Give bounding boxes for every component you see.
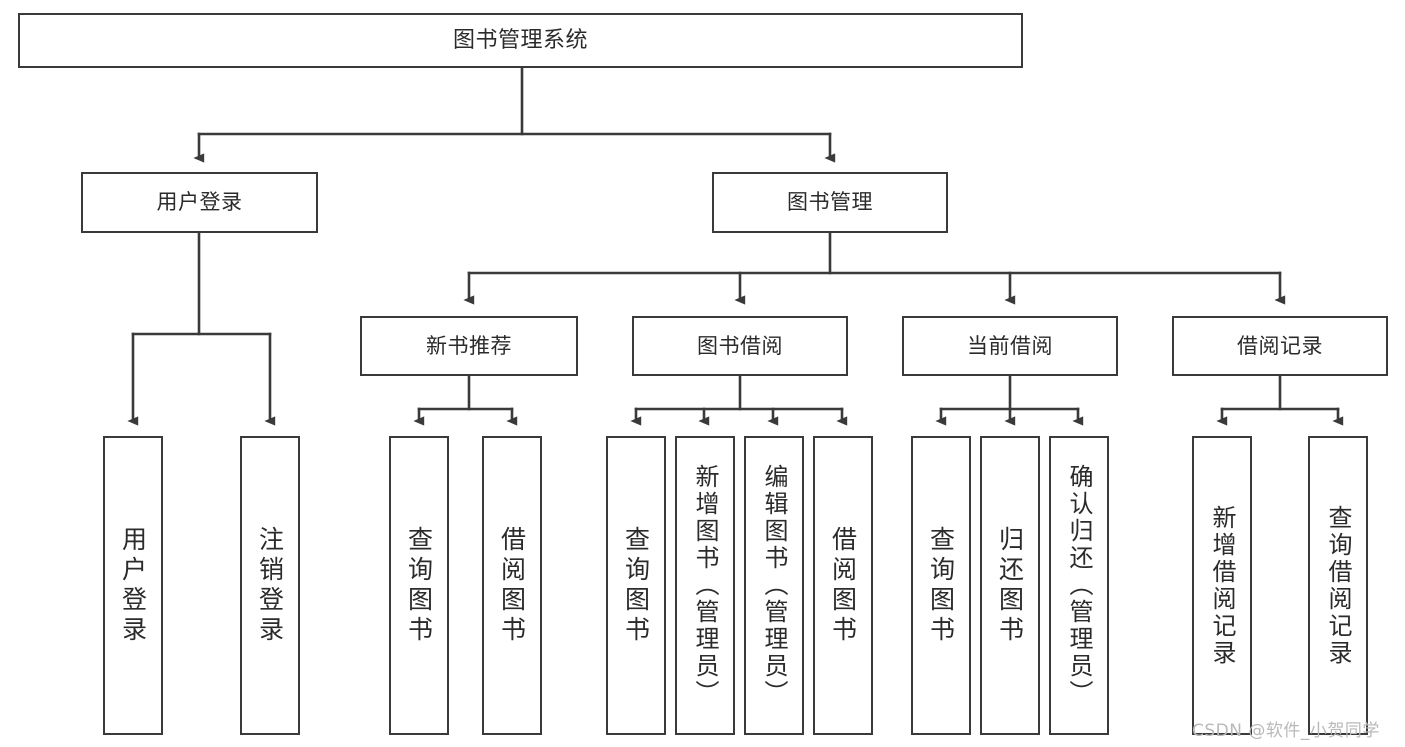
node-label: 借阅记录 <box>1237 333 1323 358</box>
leaf-query-book-current[interactable]: 查询图书 <box>911 436 971 735</box>
node-borrow-record[interactable]: 借阅记录 <box>1172 316 1388 376</box>
node-new-book-recommend[interactable]: 新书推荐 <box>360 316 578 376</box>
leaf-query-book-borrow[interactable]: 查询图书 <box>606 436 666 735</box>
leaf-query-book-recommend[interactable]: 查询图书 <box>389 436 449 735</box>
leaf-logout-login[interactable]: 注销登录 <box>240 436 300 735</box>
node-current-borrow[interactable]: 当前借阅 <box>902 316 1118 376</box>
node-label: 借阅图书 <box>828 525 858 646</box>
leaf-query-borrow-record[interactable]: 查询借阅记录 <box>1308 436 1368 735</box>
node-label: 查询图书 <box>926 525 956 646</box>
node-label: 查询图书 <box>404 525 434 646</box>
node-book-manage[interactable]: 图书管理 <box>712 172 948 233</box>
node-label: 归还图书 <box>995 525 1025 646</box>
csdn-watermark: CSDN @软件_小贺同学 <box>1192 721 1380 741</box>
node-label: 图书管理 <box>787 190 873 215</box>
node-label: 注销登录 <box>255 525 285 646</box>
node-label: 查询图书 <box>621 525 651 646</box>
leaf-user-login[interactable]: 用户登录 <box>103 436 163 735</box>
leaf-confirm-return-admin[interactable]: 确认归还（管理员） <box>1049 436 1109 735</box>
node-label: 图书管理系统 <box>452 27 588 53</box>
node-label: 当前借阅 <box>967 333 1053 358</box>
leaf-add-book-admin[interactable]: 新增图书（管理员） <box>675 436 735 735</box>
node-label: 用户登录 <box>118 525 148 646</box>
node-label: 借阅图书 <box>497 525 527 646</box>
node-user-login[interactable]: 用户登录 <box>81 172 318 233</box>
node-label: 新增图书（管理员） <box>691 464 719 707</box>
node-label: 查询借阅记录 <box>1324 504 1352 667</box>
node-label: 编辑图书（管理员） <box>760 464 788 707</box>
node-label: 图书借阅 <box>697 333 783 358</box>
leaf-borrow-book-borrow[interactable]: 借阅图书 <box>813 436 873 735</box>
node-label: 新增借阅记录 <box>1208 504 1236 667</box>
node-label: 确认归还（管理员） <box>1065 464 1093 707</box>
leaf-return-book[interactable]: 归还图书 <box>980 436 1040 735</box>
node-label: 用户登录 <box>156 190 243 215</box>
leaf-borrow-book-recommend[interactable]: 借阅图书 <box>482 436 542 735</box>
node-root-system[interactable]: 图书管理系统 <box>18 13 1023 68</box>
node-label: 新书推荐 <box>426 333 512 358</box>
leaf-edit-book-admin[interactable]: 编辑图书（管理员） <box>744 436 804 735</box>
leaf-add-borrow-record[interactable]: 新增借阅记录 <box>1192 436 1252 735</box>
node-book-borrow[interactable]: 图书借阅 <box>632 316 848 376</box>
